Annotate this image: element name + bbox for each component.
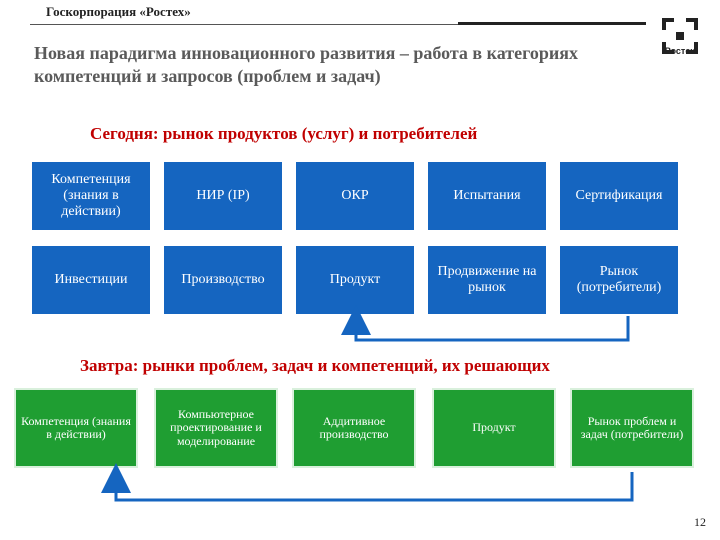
today-box-development: ОКР — [296, 162, 414, 230]
tomorrow-heading: Завтра: рынки проблем, задач и компетенц… — [80, 356, 550, 375]
today-box-market: Рынок (потребители) — [560, 246, 678, 314]
today-heading: Сегодня: рынок продуктов (услуг) и потре… — [90, 124, 478, 143]
slide-title: Новая парадигма инновационного развития … — [34, 43, 578, 86]
tomorrow-box-market: Рынок проблем и задач (потребители) — [570, 388, 694, 468]
header-rule — [30, 24, 460, 25]
tomorrow-box-cad: Компьютерное проектирование и моделирова… — [154, 388, 278, 468]
tomorrow-box-competence: Компетенция (знания в действии) — [14, 388, 138, 468]
organization-name: Госкорпорация «Ростех» — [46, 4, 191, 19]
today-box-promotion: Продвижение на рынок — [428, 246, 546, 314]
today-box-competence: Компетенция (знания в действии) — [32, 162, 150, 230]
feedback-arrow-tomorrow — [101, 463, 634, 502]
today-box-product: Продукт — [296, 246, 414, 314]
today-box-certification: Сертификация — [560, 162, 678, 230]
rostec-logo-icon — [662, 18, 698, 54]
today-box-testing: Испытания — [428, 162, 546, 230]
today-box-production: Производство — [164, 246, 282, 314]
logo-text: Ростех — [664, 46, 696, 56]
tomorrow-box-product: Продукт — [432, 388, 556, 468]
today-box-research: НИР (IP) — [164, 162, 282, 230]
today-box-investment: Инвестиции — [32, 246, 150, 314]
tomorrow-box-additive: Аддитивное производство — [292, 388, 416, 468]
page-number: 12 — [694, 515, 706, 529]
header-rule-accent — [458, 22, 646, 25]
feedback-arrow-today — [341, 305, 630, 342]
